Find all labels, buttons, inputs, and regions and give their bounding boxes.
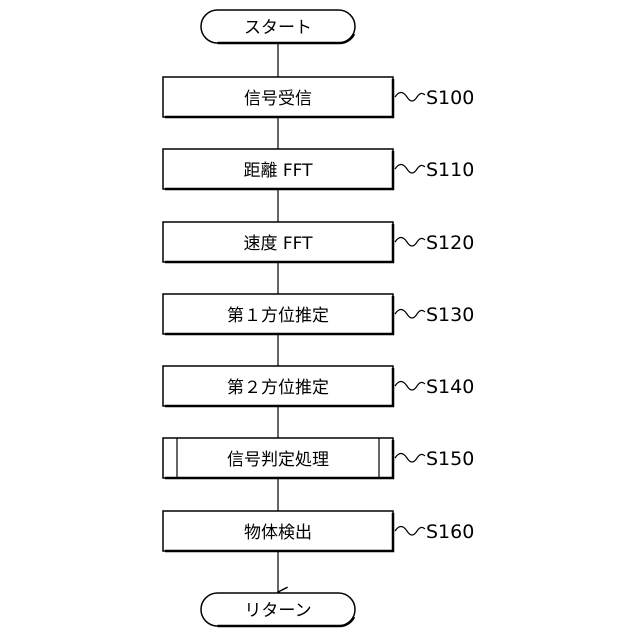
step-label: S120 [426,232,474,254]
step-label: S100 [426,87,474,109]
process-step-s140: 第２方位推定 S140 [163,366,474,406]
process-text: 信号受信 [244,89,312,109]
process-text: 第２方位推定 [227,378,329,398]
label-leader [395,310,425,319]
label-leader [395,165,425,174]
step-label: S110 [426,159,474,181]
start-label: スタート [244,18,312,38]
label-leader [395,238,425,247]
process-step-s110: 距離 FFT S110 [163,149,474,189]
process-step-s130: 第１方位推定 S130 [163,294,474,334]
step-label: S150 [426,448,474,470]
start-terminator: スタート [201,10,355,43]
step-label: S160 [426,521,474,543]
process-step-s100: 信号受信 S100 [163,77,474,117]
label-leader [395,93,425,102]
label-leader [395,454,425,463]
process-text: 第１方位推定 [227,306,329,326]
end-terminator: リターン [201,593,355,626]
process-text: 速度 FFT [243,234,313,254]
process-step-s120: 速度 FFT S120 [163,222,474,262]
process-step-s150: 信号判定処理 S150 [163,438,474,478]
process-text: 物体検出 [244,523,312,543]
process-step-s160: 物体検出 S160 [163,511,474,551]
label-leader [395,527,425,536]
end-label: リターン [244,601,311,621]
process-text: 距離 FFT [243,161,313,181]
step-label: S130 [426,304,474,326]
label-leader [395,382,425,391]
step-label: S140 [426,376,474,398]
process-text: 信号判定処理 [227,450,329,470]
